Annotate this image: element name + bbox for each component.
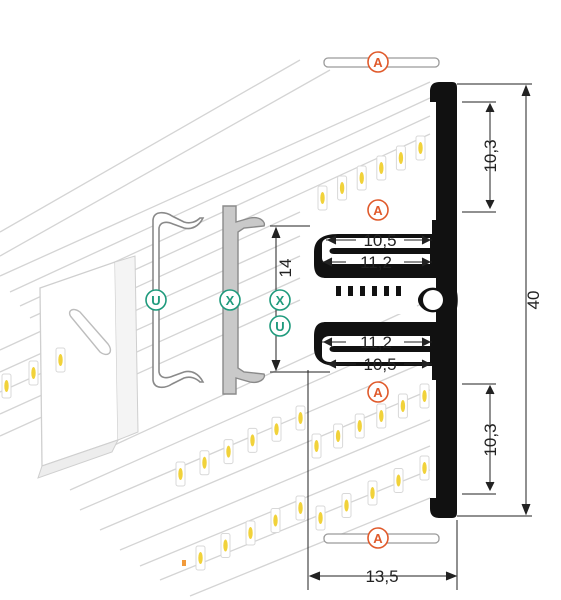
led-chip-light	[335, 430, 341, 442]
svg-text:U: U	[151, 293, 160, 308]
dimension-bottom-section-height: 10,3	[481, 423, 500, 456]
led-chip-light	[4, 380, 9, 392]
led-chip-light	[248, 527, 253, 539]
led-chip-light	[320, 192, 325, 204]
svg-text:U: U	[275, 319, 284, 334]
led-chip-light	[422, 462, 427, 474]
led-chip-light	[31, 367, 36, 379]
led-chip-light	[58, 354, 63, 366]
svg-text:A: A	[373, 531, 383, 546]
dimension-top-outer-width: 11,2	[360, 253, 392, 272]
end-cap-plate	[37, 255, 139, 479]
led-chip-light	[318, 512, 323, 524]
badge-a-bottom: A	[367, 527, 389, 549]
led-chip-light	[357, 420, 362, 432]
dimension-top-inner-width: 10,5	[363, 231, 396, 250]
led-chip-light	[418, 142, 423, 154]
svg-text:A: A	[373, 203, 383, 218]
svg-text:X: X	[226, 293, 235, 308]
main-profile-cross-section	[314, 82, 458, 518]
led-chip-light	[273, 514, 278, 527]
led-chip-light	[274, 423, 279, 436]
led-chip-light	[400, 400, 406, 412]
led-chip-light	[379, 162, 384, 174]
led-chip-light	[344, 499, 349, 512]
led-strip-chips	[1, 135, 430, 571]
led-chip-light	[396, 474, 401, 487]
dimension-cover-height: 14	[276, 259, 295, 278]
badge-a-lower-section: A	[367, 381, 389, 403]
dimension-profile-width: 13,5	[365, 567, 398, 586]
led-chip-light	[202, 456, 207, 469]
led-chip-light	[182, 560, 186, 566]
led-chip-light	[226, 445, 231, 458]
cover-u-cross-section	[152, 211, 205, 389]
svg-text:X: X	[276, 293, 285, 308]
led-chip-light	[359, 172, 364, 184]
led-chip-light	[398, 152, 404, 164]
dimension-bottom-outer-width: 11,2	[360, 333, 392, 352]
led-chip-light	[198, 552, 203, 564]
led-chip-light	[422, 390, 427, 402]
led-chip-light	[379, 410, 384, 422]
led-chip-light	[370, 487, 375, 499]
svg-text:A: A	[373, 55, 383, 70]
led-chip-light	[298, 412, 303, 424]
dimension-bottom-inner-width: 10,5	[363, 355, 396, 374]
led-chip-light	[250, 434, 255, 447]
badge-u-dimension: U	[269, 315, 291, 337]
led-chip-light	[339, 182, 345, 194]
badge-x-cover: X	[219, 289, 241, 311]
dimension-total-height: 40	[524, 291, 543, 310]
badge-a-upper-section: A	[367, 199, 389, 221]
led-chip-light	[178, 468, 183, 480]
svg-text:A: A	[373, 385, 383, 400]
led-chip-light	[314, 440, 319, 452]
led-chip-light	[298, 502, 303, 514]
dimension-top-section-height: 10,3	[481, 139, 500, 172]
badge-u-cover: U	[145, 289, 167, 311]
badge-x-dimension: X	[269, 289, 291, 311]
led-chip-light	[223, 539, 228, 552]
cover-x-cross-section	[222, 205, 266, 395]
badge-a-top: A	[367, 51, 389, 73]
